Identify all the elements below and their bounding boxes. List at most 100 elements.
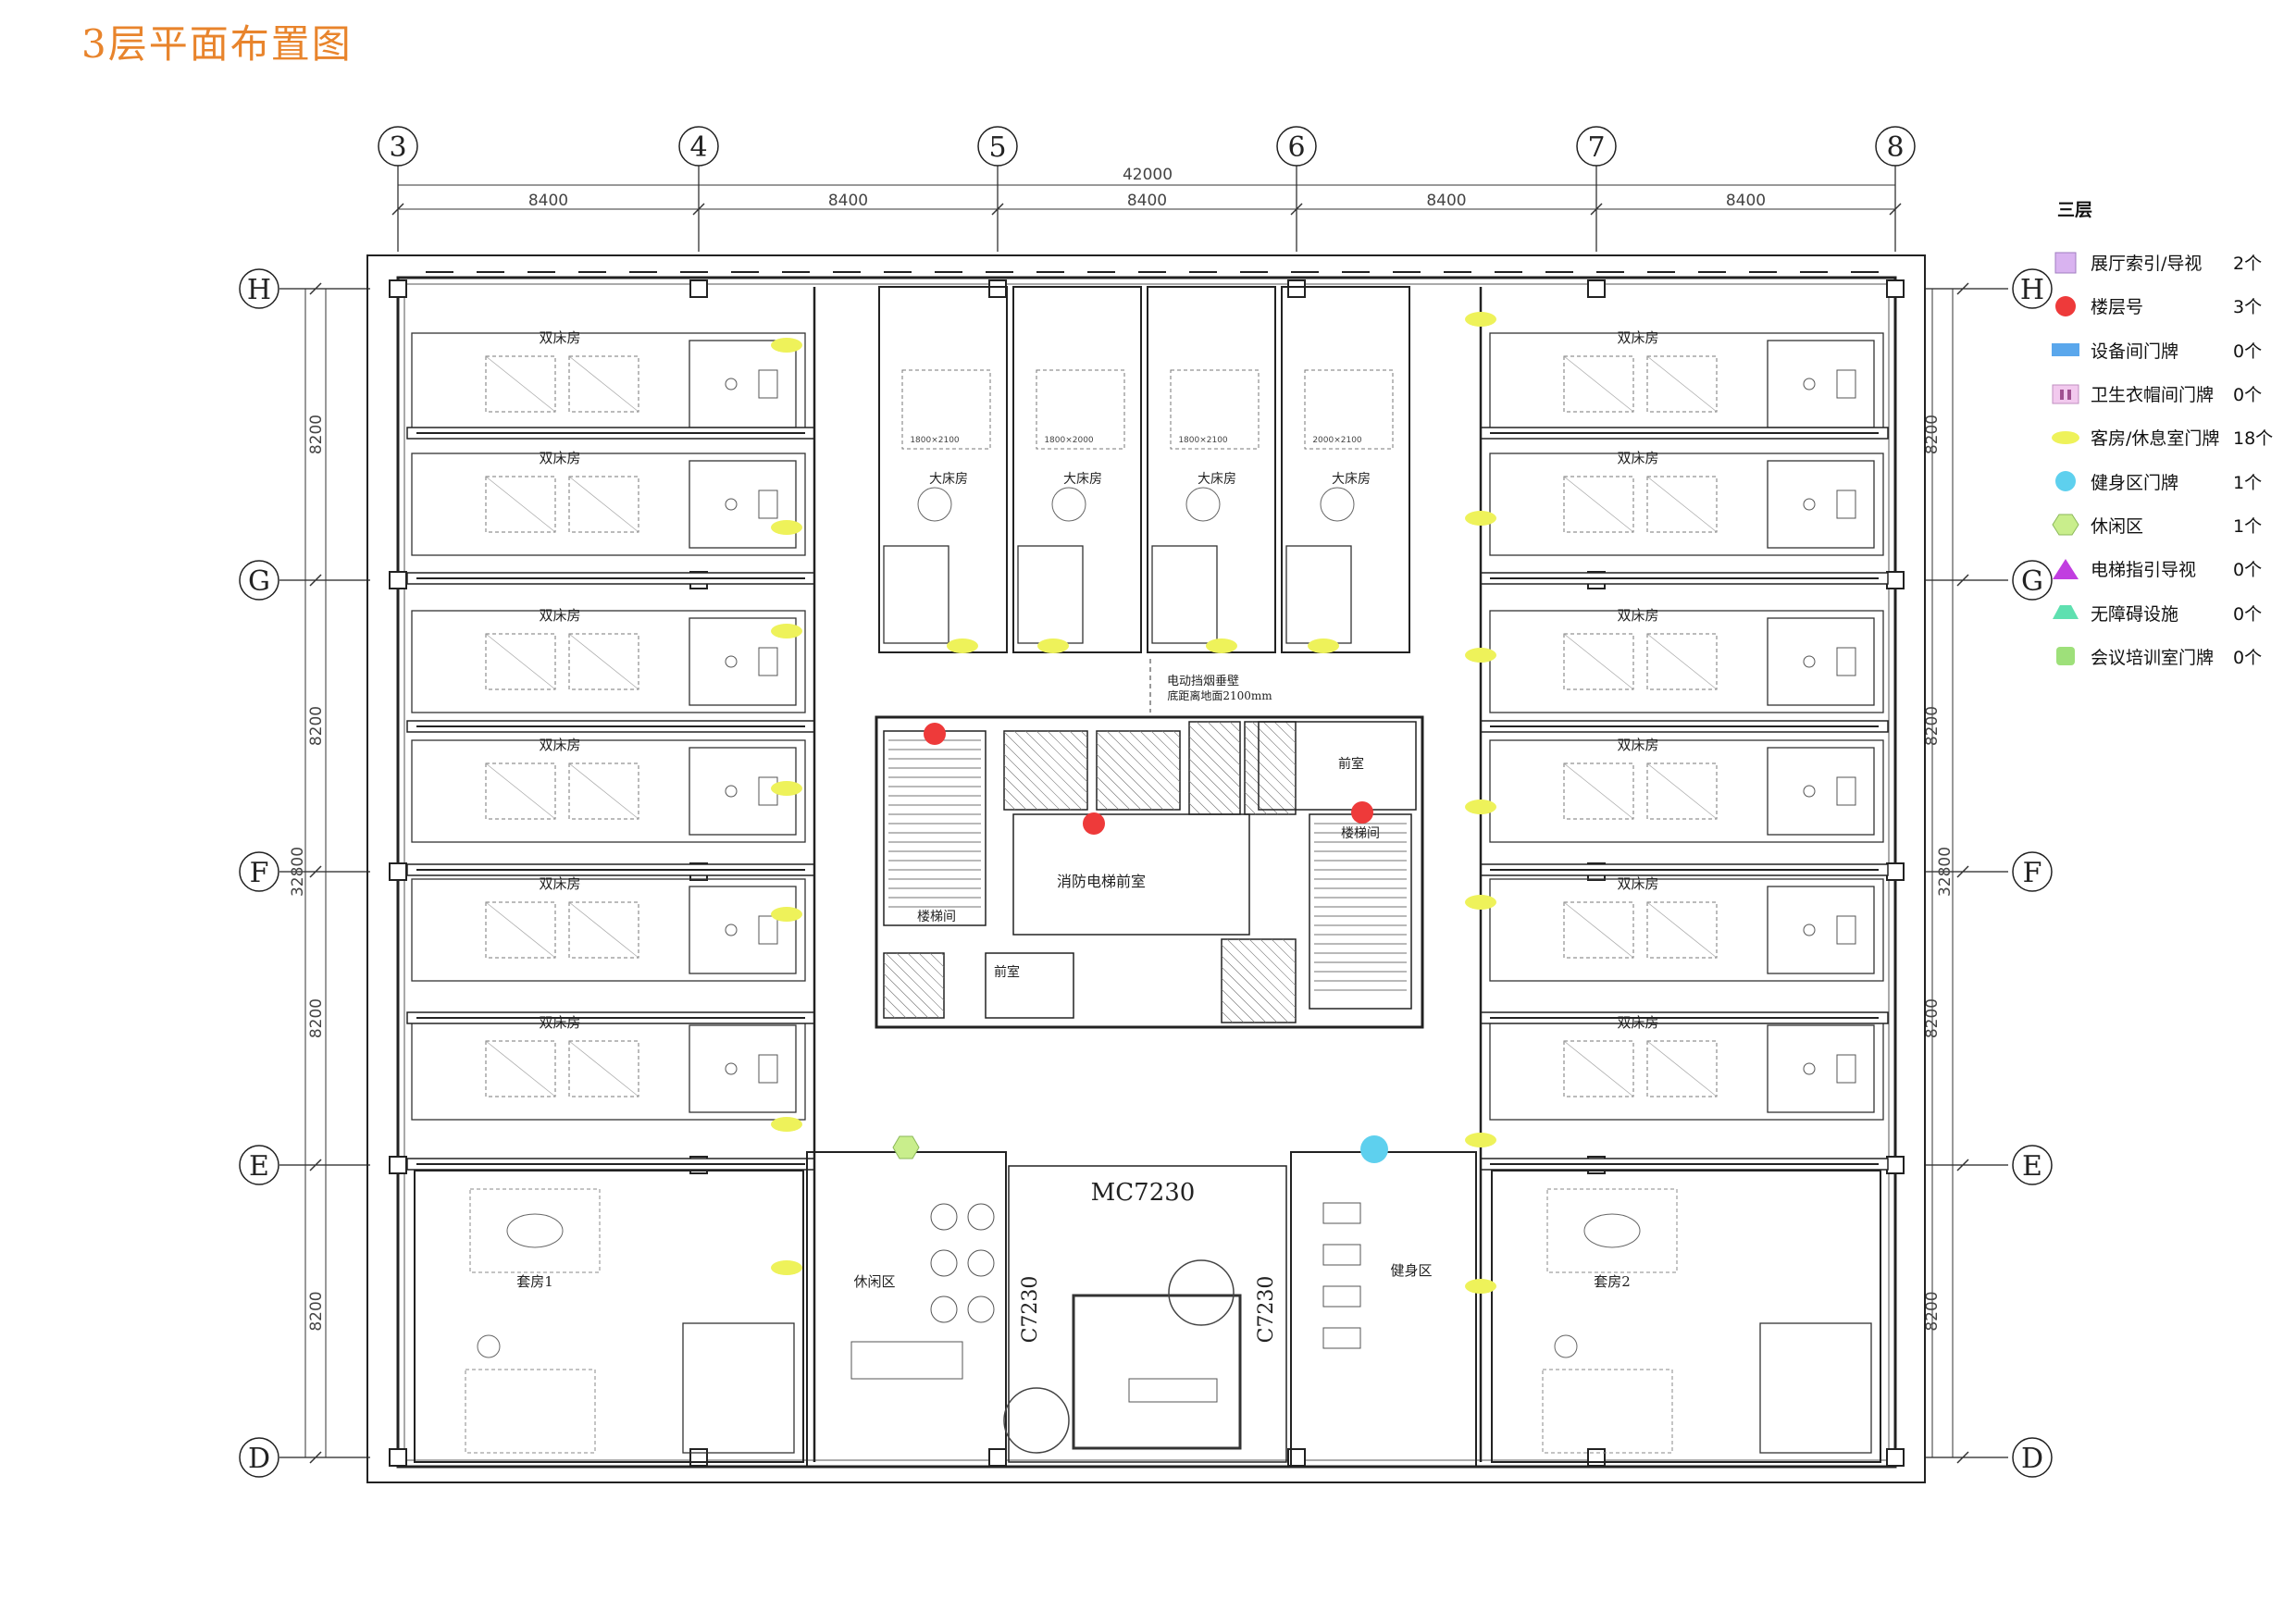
hall-outline [1008, 1165, 1287, 1463]
room-outline [1491, 1170, 1881, 1463]
dim-tick [309, 1159, 322, 1172]
dim-row: 8200 [307, 998, 326, 1038]
bed [568, 633, 639, 690]
dim-bay: 8400 [1127, 192, 1167, 210]
planter [1168, 1259, 1235, 1326]
gym-equipment [1322, 1285, 1361, 1308]
room-label-twin: 双床房 [1617, 329, 1658, 346]
hatch [1244, 747, 1297, 800]
anteroom-right [1258, 721, 1417, 811]
bed-line [1563, 762, 1634, 820]
hatch [1096, 787, 1120, 811]
room-outline [1489, 452, 1884, 556]
hatch [1173, 730, 1181, 738]
room-outline [1489, 878, 1884, 982]
room-outline [411, 332, 806, 436]
stair-right [1309, 813, 1412, 1010]
axis-bubble [2012, 851, 2053, 892]
bed-size-note: 1800×2100 [1178, 436, 1228, 445]
bed-line [485, 633, 556, 690]
hatch [929, 952, 945, 968]
bathroom [883, 545, 949, 644]
fixture [725, 924, 738, 936]
bed-line [485, 1040, 556, 1097]
fixture [1803, 378, 1816, 391]
column [1886, 571, 1905, 589]
hatch [1161, 730, 1181, 750]
guest-room [411, 332, 806, 436]
room-sign-marker [1037, 638, 1069, 653]
axis-bubble [239, 1145, 279, 1185]
hatch [1244, 802, 1257, 815]
room-sign-marker [771, 1260, 802, 1275]
axis-bubble [1576, 126, 1617, 167]
bed [1170, 369, 1260, 450]
hatch [1207, 721, 1241, 755]
legend-label: 客房/休息室门牌 [2091, 428, 2220, 450]
room-sign-marker [1465, 1279, 1496, 1294]
legend-title: 三层 [2057, 200, 2093, 220]
fixture [1803, 785, 1816, 798]
legend-label: 设备间门牌 [2091, 341, 2179, 362]
suite-room [414, 1170, 804, 1463]
room-sign-marker [1465, 895, 1496, 910]
bed-line [485, 355, 556, 413]
room-label-king: 大床房 [1063, 472, 1102, 487]
gym-outline [1290, 1151, 1477, 1468]
hatch [1244, 725, 1297, 777]
dim-bay: 8400 [1426, 192, 1466, 210]
room-label-twin: 双床房 [539, 607, 580, 624]
gym-equipment [1322, 1244, 1361, 1266]
room-outline [411, 1017, 806, 1121]
room-outline [1281, 286, 1410, 653]
hatch [1003, 787, 1027, 811]
legend-swatch-roundsq-icon [2050, 644, 2081, 668]
legend-swatch-wc-icon [2050, 382, 2081, 406]
bathroom [1767, 747, 1875, 836]
column [988, 1448, 1007, 1467]
room-sign-marker [1308, 638, 1339, 653]
bathroom [689, 617, 797, 706]
hatch [1244, 758, 1297, 811]
lounge-table [930, 1203, 958, 1231]
axis-bubble [1875, 126, 1916, 167]
bed-line [485, 476, 556, 533]
room-outline [1012, 286, 1142, 653]
room-outline [878, 286, 1008, 653]
hatch [1218, 721, 1241, 744]
legend-count: 0个 [2233, 385, 2263, 406]
room-label-king: 大床房 [1332, 472, 1371, 487]
hatch [1221, 999, 1245, 1023]
bathroom [1767, 340, 1875, 428]
bed [568, 901, 639, 959]
bed-line [1563, 476, 1634, 533]
hatch [1221, 966, 1278, 1023]
hatch [1188, 791, 1212, 815]
fixture [758, 647, 778, 676]
fire-lobby [1012, 813, 1250, 936]
hatch [1229, 721, 1241, 733]
lounge-outline [806, 1151, 1007, 1468]
room-label-king: 大床房 [929, 472, 968, 487]
axis-label-6: 6 [1287, 131, 1305, 164]
hatch [1024, 730, 1088, 794]
dim-tick [309, 865, 322, 878]
bed-line [1563, 901, 1634, 959]
axis-bubble [239, 268, 279, 309]
axis-bubble [2012, 268, 2053, 309]
bathroom [682, 1322, 795, 1454]
hatch [1262, 721, 1297, 755]
hatch [1036, 730, 1088, 783]
column [1886, 1448, 1905, 1467]
column [389, 862, 407, 881]
hatch [1248, 938, 1297, 986]
room-outline [1147, 286, 1276, 653]
hatch [1221, 988, 1256, 1023]
dim-tick [991, 203, 1004, 216]
bed [1646, 355, 1718, 413]
fixture [1836, 1054, 1856, 1084]
bathroom [689, 460, 797, 549]
lounge-table [930, 1249, 958, 1277]
